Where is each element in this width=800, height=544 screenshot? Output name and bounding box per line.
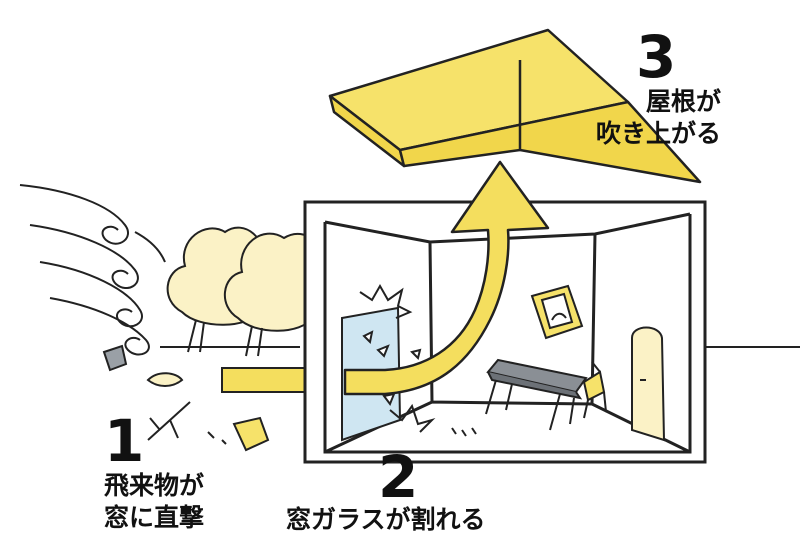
room-door <box>631 326 666 442</box>
debris-bucket <box>232 416 270 452</box>
step-3-caption: 屋根が 吹き上がる <box>596 86 721 150</box>
table <box>485 358 588 431</box>
chair <box>582 361 607 419</box>
blown-roof <box>328 28 702 184</box>
room-edges <box>324 212 691 454</box>
wall-picture <box>530 284 584 340</box>
step-2-number: 2 <box>378 443 419 511</box>
step-3-line-2: 吹き上がる <box>596 119 722 148</box>
debris-branch <box>147 401 191 441</box>
step-3-number: 3 <box>636 23 677 91</box>
flying-debris <box>102 344 270 452</box>
roof-side <box>398 100 702 184</box>
step-1-line-2: 窓に直撃 <box>104 503 205 532</box>
debris-leaf <box>146 372 184 387</box>
wind-lines <box>19 184 166 356</box>
step-2-caption: 窓ガラスが割れる <box>286 504 486 536</box>
step-1-caption: 飛来物が 窓に直撃 <box>104 470 204 534</box>
updraft-arrow <box>343 160 550 396</box>
floor-marks <box>451 427 477 437</box>
step-1-number: 1 <box>104 407 145 475</box>
step-3-line-1: 屋根が <box>646 87 722 116</box>
debris-can <box>102 344 128 372</box>
step-2-line-1: 窓ガラスが割れる <box>286 505 486 534</box>
step-1-line-1: 飛来物が <box>104 471 205 500</box>
